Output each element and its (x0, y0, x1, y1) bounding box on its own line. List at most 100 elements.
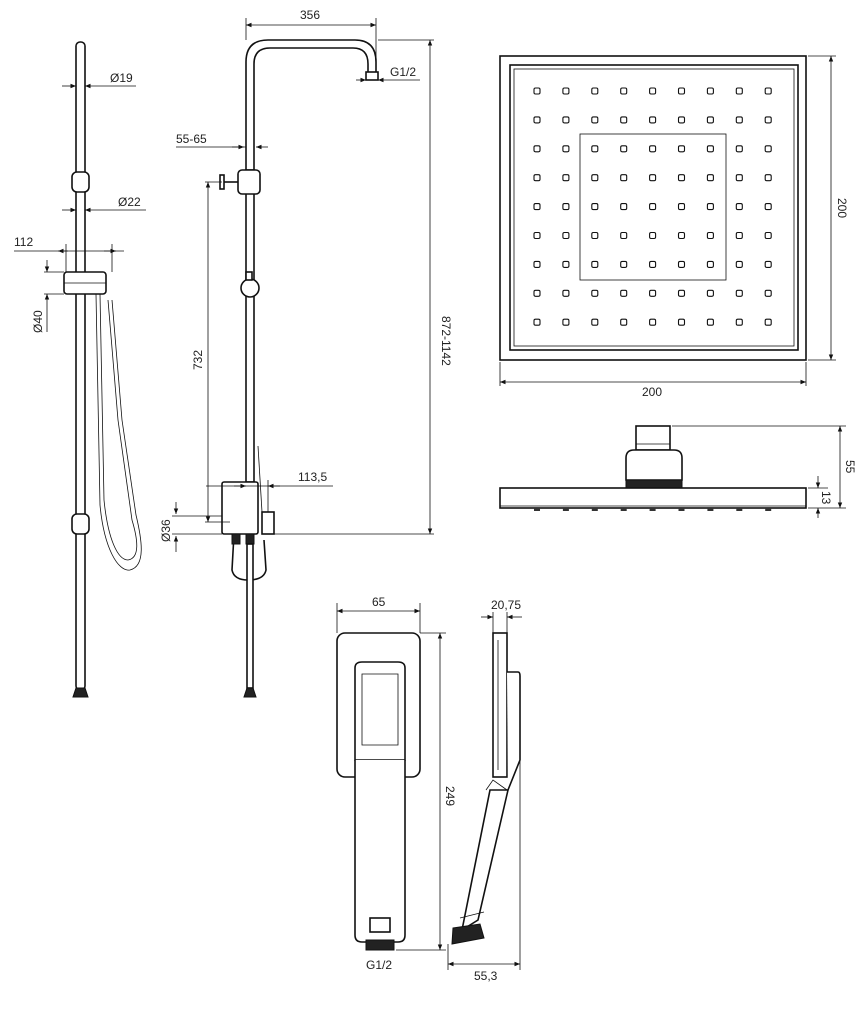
nozzle (562, 145, 570, 153)
dim-w65: 65 (372, 595, 386, 609)
nozzle (764, 260, 772, 268)
hose (99, 293, 138, 561)
dim-d40: Ø40 (31, 310, 45, 333)
nozzle (562, 289, 570, 297)
nozzle (677, 231, 686, 240)
holder-side (492, 632, 508, 778)
hand-shower-side-view: 20,75 55,3 (447, 598, 522, 983)
nozzle (562, 260, 570, 268)
side-nozzle (649, 508, 656, 511)
dim-w356: 356 (300, 8, 320, 22)
nozzle-grid (533, 87, 772, 326)
nozzle (562, 174, 570, 182)
nozzle (706, 174, 714, 182)
head-body-side (499, 487, 807, 509)
nozzle (677, 289, 686, 297)
nozzle (735, 203, 743, 211)
handle-thread-g12 (365, 939, 395, 951)
height-clamp (240, 278, 260, 298)
upper-wall-bracket (71, 171, 90, 193)
nozzle (649, 174, 657, 182)
nozzle (735, 87, 743, 95)
side-nozzle (620, 508, 627, 511)
nozzle (620, 87, 628, 95)
nozzle (764, 231, 772, 240)
side-nozzle (736, 508, 743, 511)
nozzle (649, 87, 657, 95)
dim-head-w200: 200 (642, 385, 662, 399)
nozzle (735, 116, 743, 124)
side-nozzle (707, 508, 714, 511)
dim-d36: Ø36 (159, 519, 173, 542)
nozzle (764, 289, 772, 297)
dim-r5565: 55-65 (176, 132, 207, 146)
nozzle (533, 145, 541, 153)
column-pipe (245, 169, 255, 483)
dim-w113-5: 113,5 (298, 470, 327, 484)
diverter (261, 511, 275, 535)
nozzle (677, 260, 686, 268)
slide-rail-view: Ø19 Ø22 112 Ø40 (14, 41, 146, 698)
nozzle (706, 116, 714, 124)
nozzle (533, 231, 541, 240)
nozzle (591, 318, 599, 326)
dim-w55-3: 55,3 (474, 969, 498, 983)
nozzle (591, 231, 599, 240)
nozzle (591, 116, 599, 124)
nozzle (706, 289, 714, 297)
nozzle (591, 145, 599, 153)
nozzle (591, 174, 599, 182)
nozzle (562, 87, 570, 95)
nozzle (533, 116, 541, 124)
nozzle (649, 145, 657, 153)
nozzle (677, 87, 686, 95)
dim-h13: 13 (819, 491, 833, 505)
nozzle (706, 87, 714, 95)
nozzle (620, 203, 628, 211)
nozzle (677, 116, 686, 124)
nozzle (706, 145, 714, 153)
nozzle (591, 87, 599, 95)
column-arm-outer (245, 39, 377, 170)
nozzle (677, 145, 686, 153)
nozzle (562, 116, 570, 124)
side-nozzle (534, 508, 540, 511)
nozzle (533, 203, 541, 211)
nozzle (764, 203, 772, 211)
side-nozzle (562, 508, 569, 511)
nozzle (620, 145, 628, 153)
side-nozzles (534, 508, 772, 511)
dim-w112: 112 (14, 235, 33, 249)
nozzle (533, 289, 541, 297)
lower-wall-bracket (71, 513, 90, 535)
nozzle (591, 203, 599, 211)
nozzle (764, 318, 772, 326)
nozzle (649, 203, 657, 211)
nozzle (533, 260, 541, 268)
nozzle (620, 318, 628, 326)
dim-h55: 55 (843, 460, 857, 474)
nozzle (706, 318, 714, 326)
nozzle (764, 145, 772, 153)
dim-d19: Ø19 (110, 71, 133, 85)
head-face (513, 68, 795, 347)
nozzle (764, 174, 772, 182)
nozzle (620, 174, 628, 182)
dim-h249: 249 (443, 786, 457, 806)
nozzle (735, 260, 743, 268)
nozzle (706, 260, 714, 268)
nozzle (649, 260, 657, 268)
nozzle (649, 289, 657, 297)
dim-w20-75: 20,75 (491, 598, 521, 612)
head-center-panel (579, 133, 727, 281)
dim-h872-1142: 872-1142 (439, 316, 453, 366)
handle-top (354, 661, 406, 761)
hand-shower-front-view: 65 249 G1/2 (336, 595, 457, 972)
lower-rail (246, 543, 254, 689)
shower-column-view: 356 G1/2 55-65 732 872-1142 113,5 Ø36 (159, 8, 453, 698)
nozzle (533, 87, 541, 95)
side-nozzle (591, 508, 598, 511)
nozzle (533, 174, 541, 182)
nozzle (764, 116, 772, 124)
handle-side-thread (451, 923, 485, 945)
